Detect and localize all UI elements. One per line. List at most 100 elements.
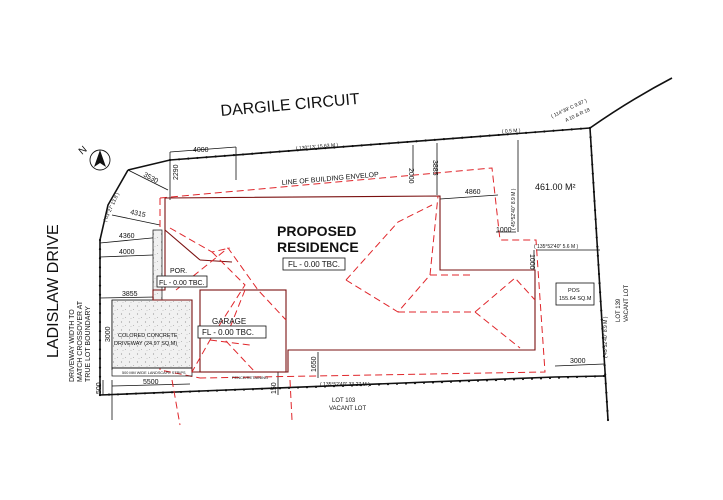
boundary-dot (476, 379, 480, 382)
boundary-dot (98, 302, 102, 305)
boundary-dot (603, 364, 606, 367)
bearing-top: ( 130°13' 15.63 M ) (296, 142, 339, 152)
dim-4000-left: 4000 (119, 249, 135, 256)
boundary-dot (341, 384, 345, 387)
boundary-dot (584, 375, 588, 378)
boundary-dot (592, 181, 595, 184)
boundary-dot (197, 390, 201, 393)
boundary-dot (98, 384, 102, 387)
boundary-dot (98, 348, 102, 351)
landscape-strip-label: 500 MM WIDE LANDSCAPE STRIPS (122, 371, 186, 375)
boundary-dot (404, 382, 408, 385)
boundary-dot (223, 154, 226, 157)
boundary-dot (260, 151, 263, 155)
boundary-dot (458, 380, 462, 383)
site-area: 461.00 M² (535, 182, 576, 192)
boundary-dot (350, 384, 354, 387)
boundary-dot (287, 386, 291, 389)
boundary-dot (605, 400, 608, 403)
boundary-dot (232, 154, 236, 157)
boundary-dot (269, 151, 272, 154)
boundary-dot (590, 145, 593, 148)
dim-4360: 4360 (119, 233, 135, 240)
boundary-dot (506, 133, 509, 136)
garage-fl-box (197, 325, 267, 339)
boundary-dot (333, 146, 336, 149)
boundary-dot (552, 129, 555, 132)
boundary-dot (98, 339, 102, 342)
bearing-ne: ( 0.5 M ) (502, 128, 521, 135)
boundary-dot (570, 128, 573, 131)
porch-fl: FL - 0.00 TBC. (159, 280, 205, 287)
boundary-dot (599, 300, 602, 303)
boundary-dot (606, 409, 609, 412)
boundary-dot (214, 155, 217, 158)
boundary-dot (98, 393, 102, 397)
boundary-dot (168, 158, 172, 162)
boundary-dot (470, 135, 473, 139)
boundary-dot (593, 375, 597, 378)
residence-fl: FL - 0.00 TBC. (288, 260, 340, 269)
driveway-area (111, 299, 193, 369)
boundary-dot (206, 389, 210, 393)
driveway-label-2: DRIVEWAY (24.97 SQ.M) (114, 341, 177, 347)
boundary-dot (593, 209, 597, 212)
pos-label-2: 155.64 SQ.M (559, 296, 592, 302)
boundary-dot (595, 236, 598, 239)
boundary-dot (575, 375, 579, 379)
garage-fl: FL - 0.00 TBC. (202, 328, 254, 337)
boundary-dot (591, 163, 594, 166)
dim-2000: 2000 (407, 168, 414, 184)
boundary-dot (98, 257, 102, 260)
boundary-dot (314, 147, 318, 150)
boundary-dot (134, 392, 138, 395)
pos-label-1: POS (568, 288, 580, 294)
boundary-dot (601, 336, 605, 339)
dim-3885: 3885 (431, 160, 438, 176)
boundary-dot (534, 131, 537, 134)
boundary-dot (386, 383, 390, 386)
boundary-dot (602, 374, 606, 378)
boundary-dot (431, 381, 435, 384)
lot-south-label-2: VACANT LOT (329, 406, 366, 412)
envelope-label: LINE OF BUILDING ENVELOP (282, 172, 380, 187)
boundary-dot (332, 385, 336, 388)
boundary-dot (479, 135, 482, 138)
boundary-dot (422, 381, 426, 384)
driveway-note-3: TRUE LOT BOUNDARY (85, 306, 92, 382)
boundary-dot (588, 126, 592, 130)
boundary-dot (597, 272, 601, 276)
boundary-dot (566, 376, 570, 379)
dim-2290: 2290 (173, 164, 180, 180)
boundary-dot (557, 376, 561, 379)
bearing-east: ( 45°52'40" 8.9 M ) (603, 316, 609, 358)
boundary-dot (395, 382, 399, 385)
boundary-dot (305, 148, 309, 151)
garage-label: GARAGE (212, 317, 246, 326)
boundary-dot (602, 345, 605, 349)
boundary-dot (377, 383, 381, 386)
lot-east-label-1: LOT 139 (616, 298, 622, 322)
boundary-dot (233, 388, 237, 392)
boundary-dot (596, 245, 599, 248)
boundary-dot (323, 385, 327, 388)
boundary-dot (594, 218, 597, 221)
boundary-dot (143, 392, 147, 395)
boundary-dot (170, 391, 174, 394)
boundary-dot (592, 190, 596, 193)
fence-label: FENCE/RETAINING (232, 375, 268, 380)
boundary-dot (433, 138, 436, 141)
boundary-dot (296, 386, 300, 389)
driveway-note-2: MATCH CROSSOVER AT (77, 300, 84, 382)
boundary-dot (606, 418, 610, 422)
boundary-dot (251, 388, 255, 391)
boundary-dot (442, 138, 446, 141)
boundary-dot (196, 156, 199, 160)
boundary-dot (161, 391, 165, 394)
residence-label-1: PROPOSED (277, 223, 356, 239)
boundary-dot (98, 357, 102, 360)
boundary-dot (494, 378, 498, 382)
boundary-dot (241, 153, 245, 156)
dim-1000-a: 1000 (496, 227, 512, 234)
